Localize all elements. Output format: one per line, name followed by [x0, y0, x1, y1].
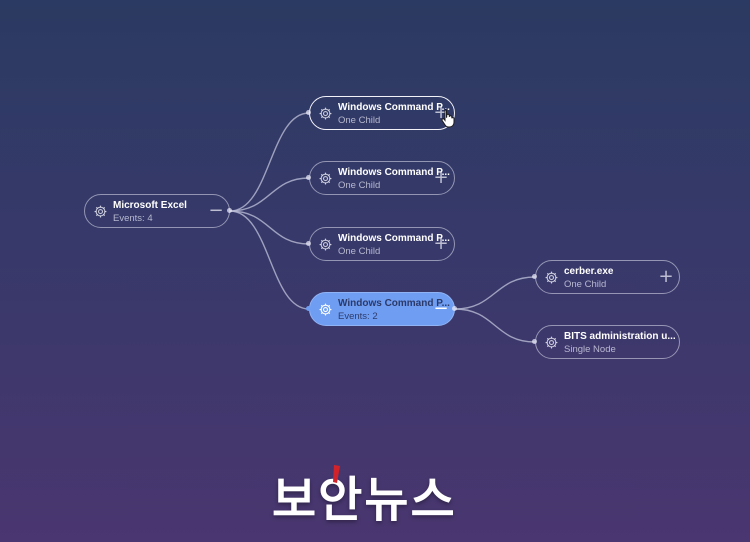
connector-dot — [227, 208, 232, 213]
edge-child4-grandchild-1 — [454, 276, 536, 310]
tree-node-root[interactable]: Microsoft Excel Events: 4 − — [84, 194, 230, 228]
connector-dot — [306, 306, 311, 311]
connector-dot — [452, 306, 457, 311]
gear-icon — [319, 303, 332, 316]
tree-node-child-3[interactable]: Windows Command P... One Child + — [309, 227, 455, 261]
node-subtitle: Single Node — [564, 344, 616, 355]
node-title: BITS administration u... — [564, 331, 676, 342]
collapse-button[interactable]: − — [433, 298, 449, 319]
connector-dot — [306, 110, 311, 115]
node-subtitle: Events: 2 — [338, 311, 378, 322]
edge-root-child-3 — [229, 210, 310, 245]
watermark-accent-mark — [333, 465, 340, 483]
gear-icon — [94, 205, 107, 218]
node-subtitle: One Child — [338, 246, 381, 257]
node-title: Windows Command P... — [338, 298, 450, 309]
gear-icon — [545, 336, 558, 349]
expand-button[interactable]: + — [433, 167, 449, 188]
node-subtitle: One Child — [338, 115, 381, 126]
connector-dot — [532, 274, 537, 279]
edge-child4-grandchild-2 — [454, 308, 536, 343]
edge-root-child-2 — [229, 177, 310, 212]
collapse-button[interactable]: − — [208, 200, 224, 221]
expand-button[interactable]: + — [658, 266, 674, 287]
gear-icon — [319, 172, 332, 185]
gear-icon — [319, 107, 332, 120]
tree-node-grandchild-2[interactable]: BITS administration u... Single Node — [535, 325, 680, 359]
node-title: Microsoft Excel — [113, 200, 187, 211]
tree-node-child-4[interactable]: Windows Command P... Events: 2 − — [309, 292, 455, 326]
tree-node-grandchild-1[interactable]: cerber.exe One Child + — [535, 260, 680, 294]
node-subtitle: One Child — [564, 279, 607, 290]
tree-node-child-2[interactable]: Windows Command P... One Child + — [309, 161, 455, 195]
node-subtitle: One Child — [338, 180, 381, 191]
hand-cursor-icon — [441, 109, 455, 128]
watermark-logo: 보안뉴스 — [272, 472, 457, 528]
node-title: Windows Command P... — [338, 102, 450, 113]
node-subtitle: Events: 4 — [113, 213, 153, 224]
gear-icon — [319, 238, 332, 251]
tree-node-child-1[interactable]: Windows Command P... One Child + — [309, 96, 455, 130]
gear-icon — [545, 271, 558, 284]
node-title: Windows Command P... — [338, 167, 450, 178]
node-title: cerber.exe — [564, 266, 614, 277]
connector-dot — [306, 175, 311, 180]
connector-dot — [306, 241, 311, 246]
connector-dot — [532, 339, 537, 344]
node-title: Windows Command P... — [338, 233, 450, 244]
edge-root-child-1 — [229, 112, 310, 212]
edge-root-child-4 — [229, 210, 310, 310]
expand-button[interactable]: + — [433, 233, 449, 254]
